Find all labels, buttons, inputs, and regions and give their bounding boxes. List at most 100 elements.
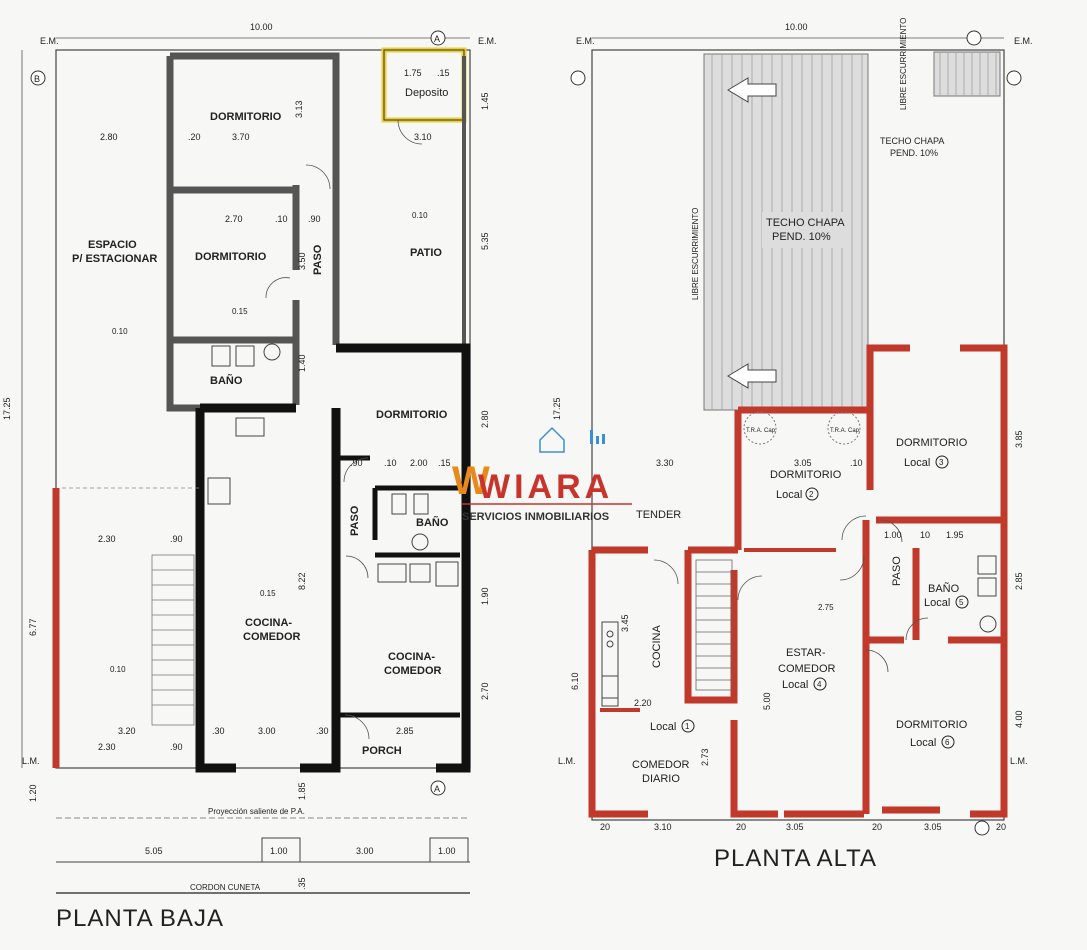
gf-note-proyeccion: Proyección saliente de P.A. (208, 807, 305, 816)
uf-dim-3-85: 3.85 (1014, 430, 1024, 448)
ground-floor-plan: 10.00 17.25 E.M. E.M. L.M. A B A (2, 22, 497, 932)
uf-tank-2: T.R.A. Cap. (830, 428, 861, 434)
gf-dim-1-90: 1.90 (480, 587, 490, 605)
uf-dim-20c: 20 (872, 822, 882, 832)
gf-title: PLANTA BAJA (56, 905, 224, 932)
gf-dim-0-15a: .15 (437, 68, 450, 78)
uf-em-right: E.M. (1014, 36, 1033, 46)
gf-room-paso-2: PASO (349, 505, 361, 536)
gf-dim-0-10a: .10 (275, 214, 288, 224)
uf-dim-2-73: 2.73 (700, 748, 710, 766)
uf-room-estar-2: COMEDOR (778, 663, 836, 675)
gf-room-patio: PATIO (410, 247, 442, 259)
logo-w-letter: W (452, 459, 490, 503)
gf-dim-0-20: .20 (188, 132, 201, 142)
logo-tagline: SERVICIOS INMOBILIARIOS (462, 511, 609, 523)
uf-dim-10: 10 (920, 530, 930, 540)
uf-dim-20d: 20 (996, 822, 1006, 832)
gf-room-espacio-1: ESPACIO (88, 239, 137, 251)
gf-dim-3-20: 3.20 (118, 726, 136, 736)
uf-dim-3-30: 3.30 (656, 458, 674, 468)
uf-lm-left: L.M. (558, 756, 576, 766)
gf-axis-b-left: B (34, 74, 40, 84)
gf-dim-0-30b: .30 (316, 726, 329, 736)
wiara-logo: W WIARA SERVICIOS INMOBILIARIOS (452, 426, 632, 523)
gf-level-3: 0.10 (412, 211, 428, 220)
uf-dim-20a: 20 (600, 822, 610, 832)
gf-room-dormitorio-3: DORMITORIO (376, 409, 448, 421)
uf-em-left: E.M. (576, 36, 595, 46)
gf-dim-2-80b: 2.80 (480, 410, 490, 428)
gf-em-right: E.M. (478, 36, 497, 46)
gf-dim-3-10: 3.10 (414, 132, 432, 142)
uf-libre-1: LIBRE ESCURRIMIENTO (691, 208, 700, 300)
uf-local-3-label: Local (904, 457, 930, 469)
gf-dim-1-20: 1.20 (28, 784, 38, 802)
upper-floor-plan: 10.00 17.25 E.M. E.M. L.M. L.M. TECHO CH… (552, 18, 1033, 872)
uf-local-2-number: 2 (809, 490, 814, 499)
gf-room-cocina-1b: COMEDOR (243, 631, 301, 643)
uf-dim-total-depth: 17.25 (552, 397, 562, 420)
gf-dim-8-22: 8.22 (297, 572, 307, 590)
gf-dim-0-90c: .90 (170, 534, 183, 544)
uf-local-5-label: Local (924, 597, 950, 609)
gf-dim-0-35: .35 (297, 877, 307, 890)
uf-dim-1-00: 1.00 (884, 530, 902, 540)
uf-dim-top-width: 10.00 (785, 22, 808, 32)
gf-dim-0-90a: .90 (308, 214, 321, 224)
uf-room-cocina: COCINA (651, 625, 663, 668)
uf-local-6-label: Local (910, 737, 936, 749)
uf-roof-label-2a: TECHO CHAPA (880, 136, 944, 146)
gf-room-bano-2: BAÑO (416, 516, 449, 529)
uf-dim-0-10: .10 (850, 458, 863, 468)
uf-room-comedor-1: COMEDOR (632, 759, 690, 771)
uf-tank-1: T.R.A. Cap. (746, 428, 777, 434)
uf-local-2-label: Local (776, 489, 802, 501)
gf-level-4: 0.15 (260, 589, 276, 598)
gf-dim-0-10b: .10 (384, 458, 397, 468)
uf-room-estar-1: ESTAR- (786, 647, 826, 659)
uf-dim-3-05c: 3.05 (924, 822, 942, 832)
gf-dim-2-00: 2.00 (410, 458, 428, 468)
building-icon (590, 430, 593, 444)
uf-room-comedor-2: DIARIO (642, 773, 680, 785)
gf-lm-left: L.M. (22, 756, 40, 766)
gf-dim-6-77: 6.77 (28, 618, 38, 636)
uf-roof-label-2b: PEND. 10% (890, 148, 938, 158)
gf-dim-0-15b: .15 (438, 458, 451, 468)
gf-axis-a-bottom: A (434, 784, 440, 794)
uf-title: PLANTA ALTA (714, 845, 877, 872)
gf-dim-2-30a: 2.30 (98, 534, 116, 544)
uf-dim-2-20: 2.20 (634, 698, 652, 708)
gf-dim-0-90b: .90 (350, 458, 363, 468)
gf-dim-2-85: 2.85 (396, 726, 414, 736)
gf-dim-5-35: 5.35 (480, 232, 490, 250)
uf-room-paso: PASO (891, 556, 903, 586)
gf-dim-3-70: 3.70 (232, 132, 250, 142)
gf-room-cocina-2a: COCINA- (388, 651, 435, 663)
uf-local-1-number: 1 (685, 722, 690, 731)
uf-room-tender: TENDER (636, 509, 681, 521)
uf-local-4-label: Local (782, 679, 808, 691)
gf-dim-2-70: 2.70 (225, 214, 243, 224)
gf-dim-3-00: 3.00 (258, 726, 276, 736)
gf-room-cocina-1a: COCINA- (245, 617, 292, 629)
uf-dim-4-00: 4.00 (1014, 710, 1024, 728)
gf-room-deposito: Deposito (405, 87, 448, 99)
gf-dim-1-45: 1.45 (480, 92, 490, 110)
gf-em-left: E.M. (40, 36, 59, 46)
uf-local-5-number: 5 (959, 598, 964, 607)
uf-room-bano: BAÑO (928, 582, 960, 595)
gf-dim-1-40: 1.40 (297, 354, 307, 372)
gf-dim-3-13: 3.13 (294, 100, 304, 118)
gf-level-5: 0.10 (110, 665, 126, 674)
gf-room-dormitorio-2: DORMITORIO (195, 251, 267, 263)
gf-dim-2-80: 2.80 (100, 132, 118, 142)
gf-dim-total-depth: 17.25 (2, 397, 12, 420)
gf-dim-3-00b: 3.00 (356, 846, 374, 856)
house-icon (539, 426, 565, 453)
uf-dim-3-45: 3.45 (620, 614, 630, 632)
uf-local-4-number: 4 (817, 680, 822, 689)
